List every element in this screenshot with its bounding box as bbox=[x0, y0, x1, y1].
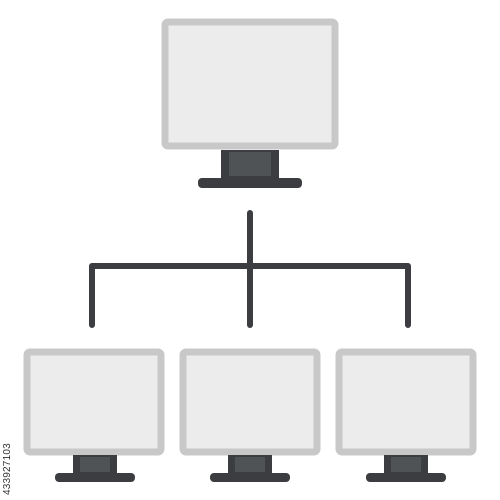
monitor-neck-highlight bbox=[229, 152, 271, 176]
monitor-icon-center bbox=[179, 348, 321, 482]
monitor-base bbox=[210, 473, 290, 482]
branch-line bbox=[89, 263, 411, 328]
monitor-screen bbox=[335, 348, 477, 456]
monitor-neck-highlight bbox=[235, 457, 265, 472]
monitor-icon-top bbox=[161, 18, 339, 188]
monitor-neck-highlight bbox=[391, 457, 421, 472]
monitor-icon-left bbox=[23, 348, 165, 482]
monitor-screen bbox=[161, 18, 339, 150]
monitor-base bbox=[198, 178, 302, 188]
monitor-base bbox=[366, 473, 446, 482]
monitor-base bbox=[55, 473, 135, 482]
monitor-neck-highlight bbox=[80, 457, 110, 472]
stock-id-label: 433927103 bbox=[2, 443, 13, 495]
network-tree-icon bbox=[89, 210, 411, 328]
monitor-icon-right bbox=[335, 348, 477, 482]
monitor-screen bbox=[23, 348, 165, 456]
monitor-screen bbox=[179, 348, 321, 456]
